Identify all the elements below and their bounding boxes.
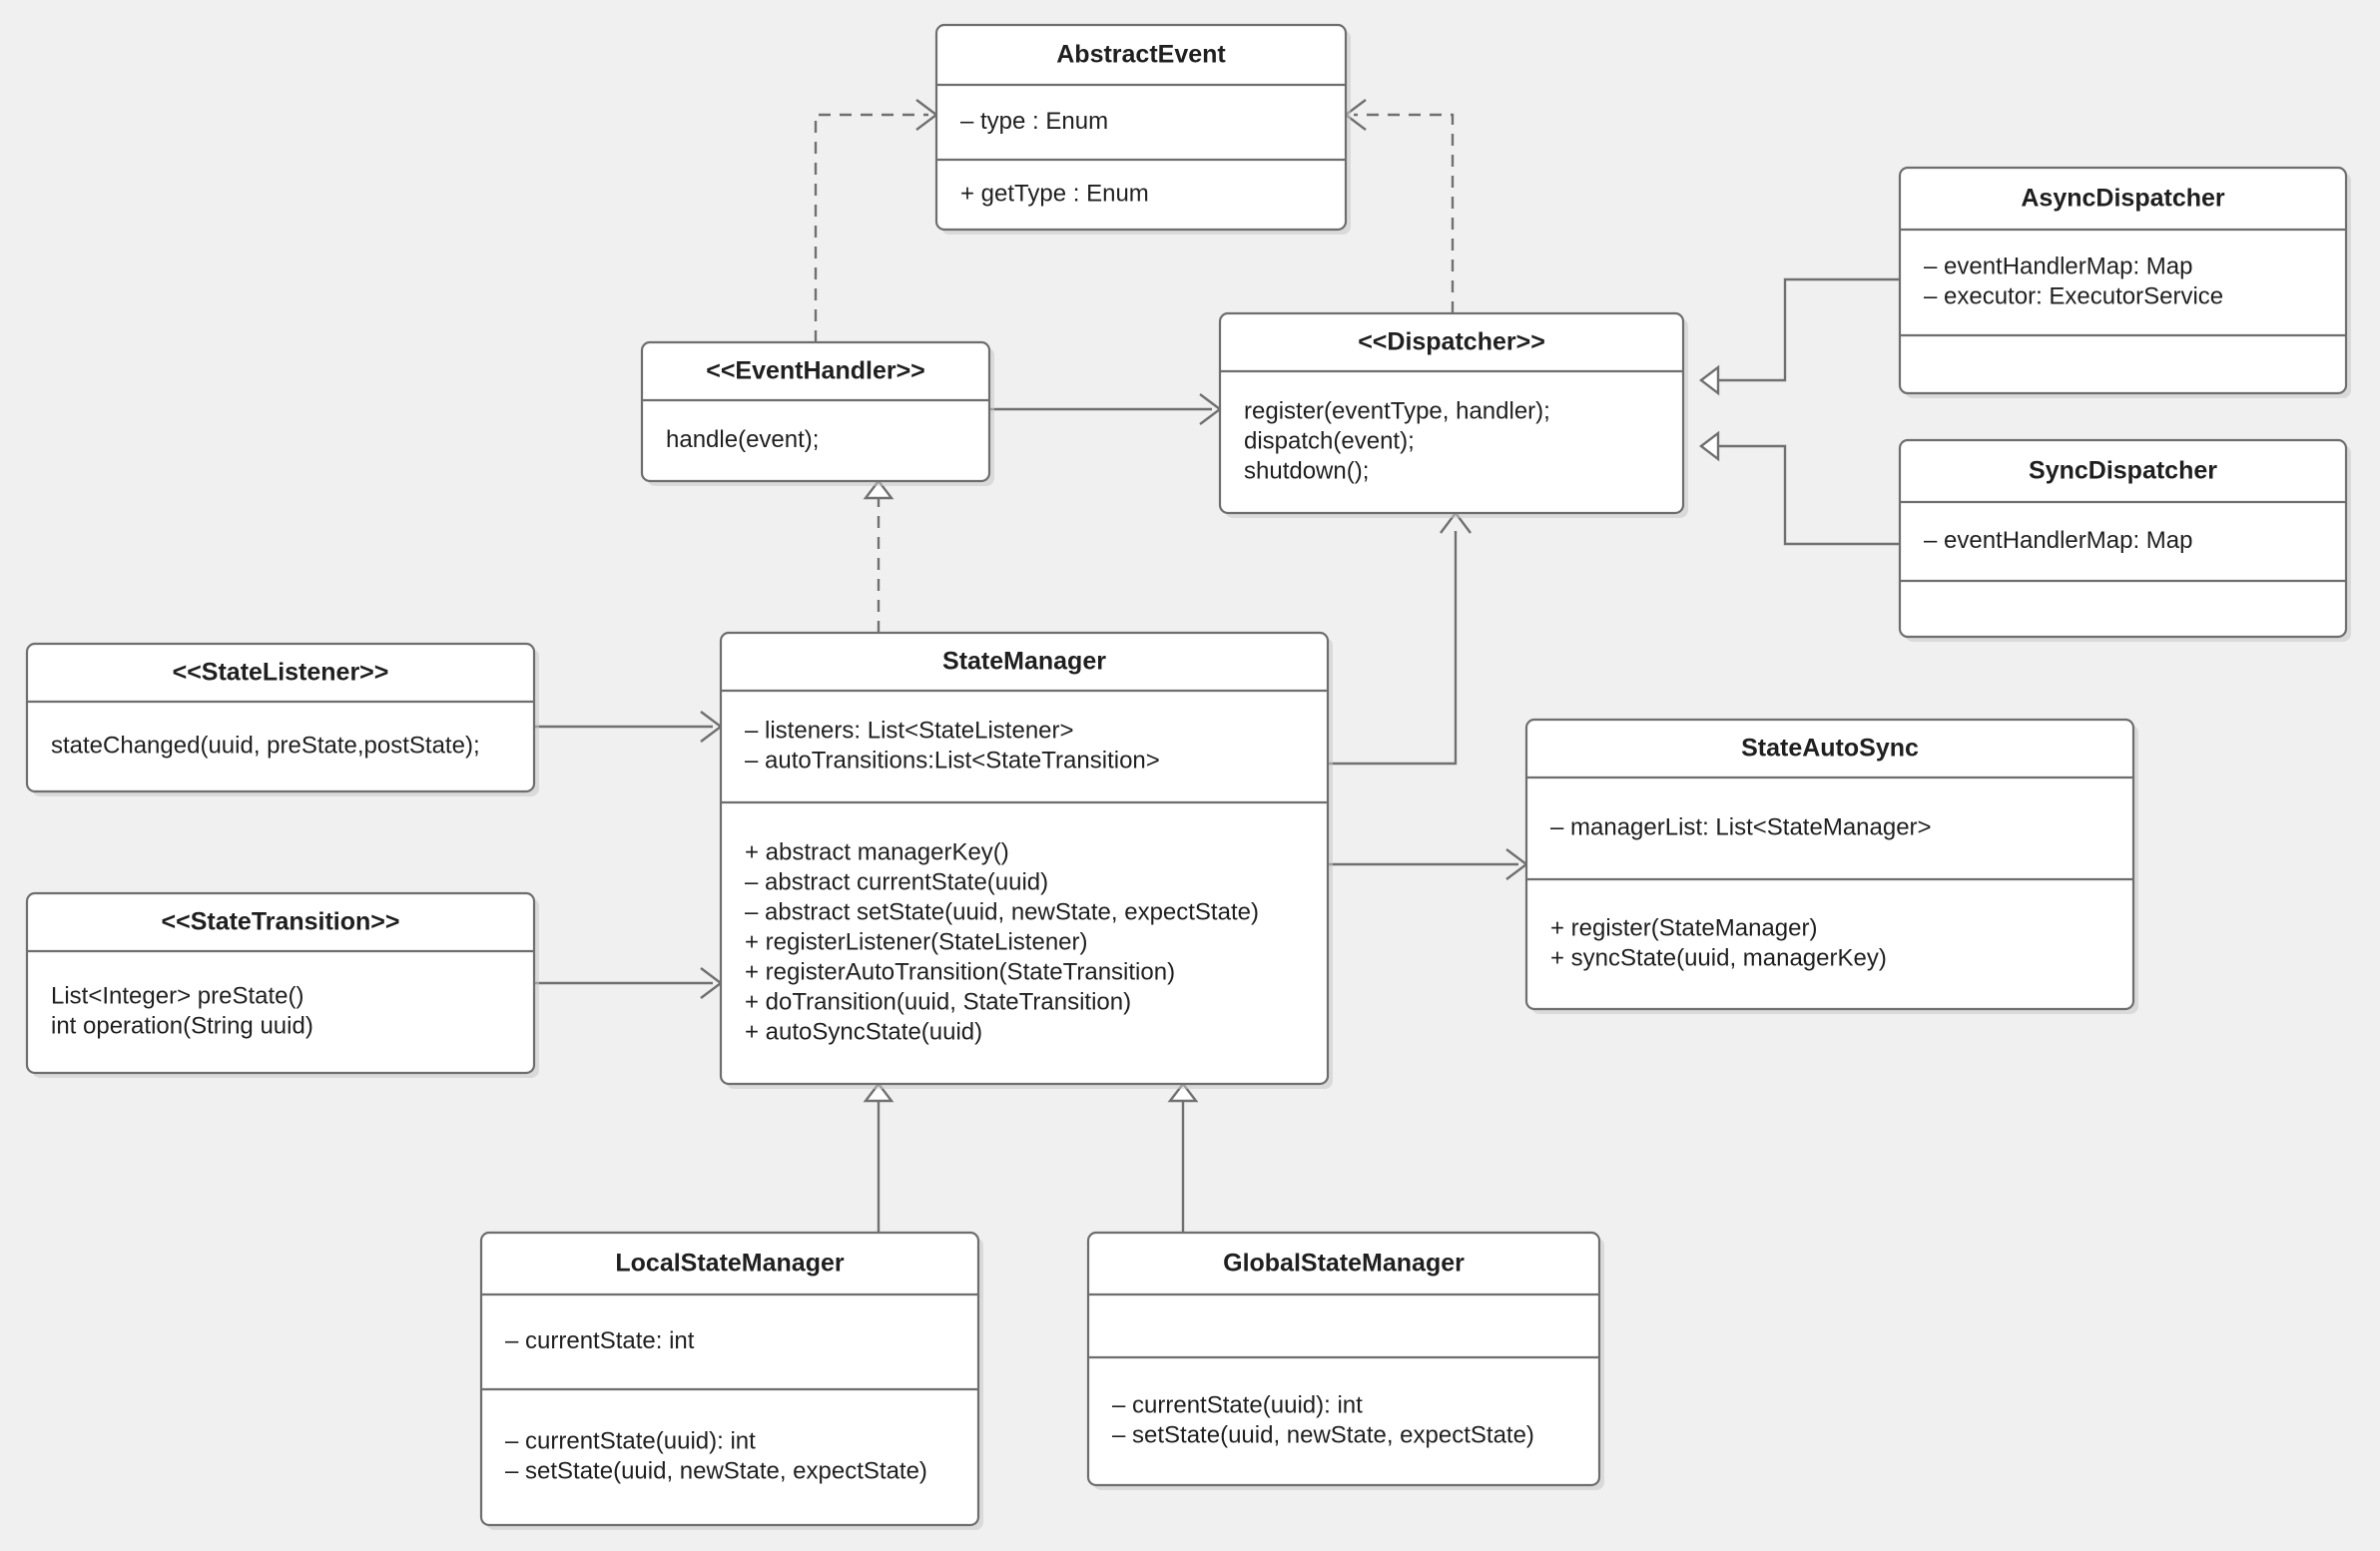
class-box-frame (1218, 311, 1685, 515)
class-box-state-listener[interactable]: <<StateListener>> stateChanged(uuid, preS… (25, 642, 539, 796)
class-member: – managerList: List<StateManager> (1550, 813, 1932, 840)
class-box-local-state-manager[interactable]: LocalStateManager – currentState: int – cu… (479, 1231, 983, 1530)
class-member: + abstract managerKey() (745, 838, 1009, 865)
edge-sync-dispatcher-to-dispatcher (1699, 430, 1900, 546)
class-member: shutdown(); (1244, 457, 1369, 484)
class-box-frame (1086, 1231, 1601, 1487)
edge-line (1328, 531, 1458, 766)
class-member: – abstract currentState(uuid) (745, 868, 1048, 895)
class-member: handle(event); (666, 426, 819, 453)
class-member: – listeners: List<StateListener> (745, 717, 1074, 744)
class-member: + syncState(uuid, managerKey) (1550, 944, 1887, 971)
class-name: <<Dispatcher>> (1358, 328, 1545, 356)
class-box-async-dispatcher[interactable]: AsyncDispatcher – eventHandlerMap: Map – e… (1898, 166, 2351, 398)
class-member: + register(StateManager) (1550, 914, 1817, 941)
class-member: – eventHandlerMap: Map (1924, 527, 2192, 554)
class-box-sync-dispatcher[interactable]: SyncDispatcher – eventHandlerMap: Map (1898, 438, 2351, 642)
class-member: + registerListener(StateListener) (745, 928, 1088, 955)
class-box-state-manager[interactable]: StateManager – listeners: List<StateListe… (719, 631, 1333, 1089)
edge-arrowhead (1699, 364, 1720, 396)
edge-layer (534, 99, 1900, 1233)
class-member: – currentState: int (505, 1327, 695, 1354)
class-box-abstract-event[interactable]: AbstractEvent – type : Enum + getType : En… (934, 23, 1351, 235)
class-member: int operation(String uuid) (51, 1012, 313, 1039)
class-name: SyncDispatcher (2029, 457, 2217, 485)
class-member: List<Integer> preState() (51, 982, 303, 1009)
class-member: – executor: ExecutorService (1924, 282, 2223, 309)
class-member: register(eventType, handler); (1244, 397, 1550, 424)
edge-arrowhead (1167, 1082, 1199, 1103)
class-box-dispatcher[interactable]: <<Dispatcher>> register(eventType, handle… (1218, 311, 1688, 518)
class-member: + registerAutoTransition(StateTransition… (745, 958, 1175, 985)
class-member: – type : Enum (960, 108, 1108, 135)
class-name: LocalStateManager (615, 1250, 845, 1278)
class-box-frame (719, 631, 1330, 1086)
class-box-state-transition[interactable]: <<StateTransition>> List<Integer> preStat… (25, 891, 539, 1078)
class-member: – setState(uuid, newState, expectState) (505, 1457, 927, 1484)
class-member: – setState(uuid, newState, expectState) (1112, 1421, 1534, 1448)
edge-arrowhead (1699, 430, 1720, 462)
edge-arrowhead (863, 1082, 894, 1103)
class-box-state-auto-sync[interactable]: StateAutoSync – managerList: List<StateMa… (1524, 718, 2138, 1014)
edge-local-extends-state-manager (863, 1082, 894, 1233)
class-member: dispatch(event); (1244, 427, 1415, 454)
class-layer: AbstractEvent – type : Enum + getType : En… (25, 23, 2351, 1530)
class-member: + getType : Enum (960, 180, 1149, 207)
edge-async-dispatcher-to-dispatcher (1699, 277, 1900, 396)
class-box-frame (25, 642, 536, 793)
class-box-global-state-manager[interactable]: GlobalStateManager – currentState(uuid): … (1086, 1231, 1604, 1490)
edge-global-extends-state-manager (1167, 1082, 1199, 1233)
class-box-frame (640, 340, 991, 483)
class-name: <<StateTransition>> (162, 908, 400, 936)
class-member: – currentState(uuid): int (1112, 1391, 1363, 1418)
class-name: <<EventHandler>> (706, 357, 925, 385)
class-box-frame (25, 891, 536, 1075)
edge-arrowhead (863, 479, 894, 500)
class-member: + autoSyncState(uuid) (745, 1018, 982, 1045)
class-member: – autoTransitions:List<StateTransition> (745, 747, 1160, 774)
class-name: StateAutoSync (1741, 735, 1919, 763)
edge-dispatcher-to-abstract-event (1344, 99, 1455, 313)
class-box-frame (934, 23, 1348, 232)
class-box-event-handler[interactable]: <<EventHandler>> handle(event); (640, 340, 994, 486)
class-member: – eventHandlerMap: Map (1924, 253, 2192, 279)
edge-line (1354, 113, 1455, 313)
class-name: AbstractEvent (1056, 41, 1226, 69)
class-box-frame (1898, 438, 2348, 639)
class-member: – currentState(uuid): int (505, 1427, 756, 1454)
class-member: stateChanged(uuid, preState,postState); (51, 732, 480, 759)
edge-state-manager-to-state-auto-sync (1328, 848, 1528, 880)
edge-state-manager-realizes-event-handler (863, 479, 894, 633)
edge-line (1719, 444, 1900, 546)
class-box-frame (479, 1231, 980, 1527)
class-name: StateManager (942, 648, 1106, 676)
class-name: GlobalStateManager (1223, 1250, 1465, 1278)
class-member: + doTransition(uuid, StateTransition) (745, 988, 1131, 1015)
edge-line (814, 113, 928, 342)
edge-event-handler-to-abstract-event (814, 99, 938, 342)
edge-line (1719, 277, 1900, 382)
edge-state-listener-to-state-manager (534, 711, 723, 743)
class-name: AsyncDispatcher (2021, 185, 2225, 213)
edge-state-transition-to-state-manager (534, 967, 723, 999)
edge-event-handler-to-dispatcher (989, 393, 1222, 425)
class-box-frame (1898, 166, 2348, 395)
edge-state-manager-to-dispatcher (1328, 511, 1472, 766)
class-member: – abstract setState(uuid, newState, expe… (745, 898, 1259, 925)
class-box-frame (1524, 718, 2135, 1011)
class-name: <<StateListener>> (173, 659, 389, 687)
